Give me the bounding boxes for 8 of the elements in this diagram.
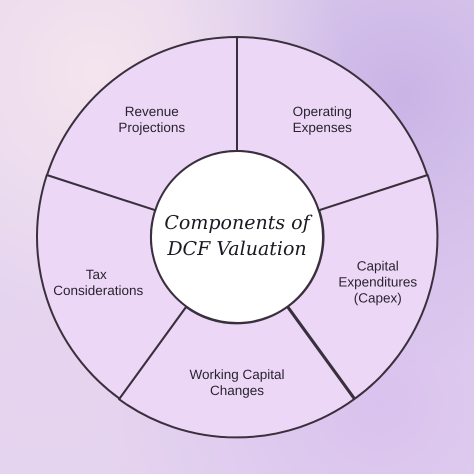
segment-label: Working Capital Changes — [188, 366, 286, 400]
wheel-segment — [237, 37, 428, 210]
center-title: Components of DCF Valuation — [162, 211, 312, 263]
segment-label: Operating Expenses — [292, 104, 353, 136]
wheel-segment — [119, 306, 355, 437]
segment-label: Capital Expenditures (Capex) — [337, 258, 418, 307]
wheel-segment — [46, 37, 237, 210]
segment-label: Revenue Projections — [117, 104, 186, 136]
